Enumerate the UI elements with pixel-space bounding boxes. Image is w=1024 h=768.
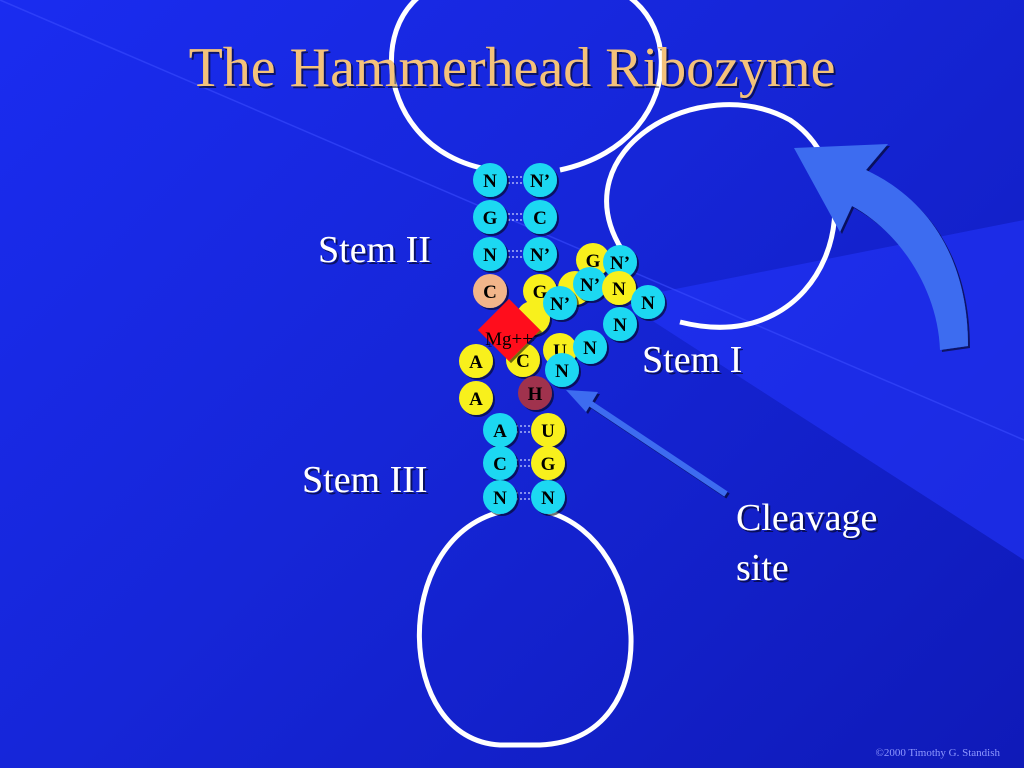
nucleotide-base-stem-iii-right-3: N — [541, 488, 555, 509]
nucleotide-stem-i-n-outer-2: N — [603, 307, 637, 341]
nucleotide-stem-iii-right-1: U — [531, 413, 565, 447]
nucleotide-base-stem-iii-right-1: U — [541, 421, 555, 442]
nucleotide-bead-stem-iii-right-2 — [531, 446, 565, 480]
nucleotide-base-stem-ii-right-1: N’ — [530, 171, 550, 192]
nucleotide-base-core-a1: A — [469, 352, 483, 373]
nucleotide-base-stem-i-n-prime-mid: N’ — [580, 275, 600, 296]
nucleotide-core-c: C — [473, 274, 507, 308]
nucleotide-stem-i-n-prime-top: N’ — [603, 245, 637, 279]
nucleotide-bead-stem-ii-right-3 — [523, 237, 557, 271]
copyright-notice: ©2000 Timothy G. Standish — [876, 747, 1001, 759]
nucleotide-stem-i-n-outer-4: N — [545, 353, 579, 387]
nucleotide-stem-i-n-yellow: N — [602, 271, 636, 305]
nucleotide-base-stem-iii-left-3: N — [493, 488, 507, 509]
nucleotide-bead-stem-i-n-prime-low — [543, 286, 577, 320]
nucleotide-bead-stem-i-n-outer-2 — [603, 307, 637, 341]
nucleotide-base-stem-iii-left-2: C — [493, 454, 507, 475]
stem-i-label: Stem I — [642, 339, 742, 381]
nucleotide-bead-stem-ii-left-1 — [473, 163, 507, 197]
stem-ii-hairpin-loop — [389, 0, 664, 173]
magnesium-ion: Mg++ — [477, 298, 541, 362]
nucleotide-bead-stem-iii-left-2 — [483, 446, 517, 480]
cleavage-arrow — [566, 390, 728, 497]
magnesium-label: Mg++ — [485, 329, 533, 350]
stem-iii-label: Stem III — [302, 459, 428, 501]
nucleotide-bead-stem-i-n-prime-top — [603, 245, 637, 279]
nucleotide-base-stem-i-n-outer-3: N — [583, 338, 597, 359]
background-diagonal-band — [620, 220, 1024, 560]
nucleotide-base-core-c: C — [483, 282, 497, 303]
nucleotide-stem-i-n-prime-low: N’ — [543, 286, 577, 320]
cleavage-label-line1: Cleavage — [736, 497, 877, 539]
cleavage-arrow-head — [566, 390, 598, 412]
base-pair-bonds — [508, 176, 534, 500]
nucleotide-bead-stem-iii-right-3 — [531, 480, 565, 514]
nucleotide-stem-ii-left-3: N — [473, 237, 507, 271]
nucleotide-stem-iii-left-2: C — [483, 446, 517, 480]
stem-i-hairpin-loop — [604, 102, 838, 330]
nucleotide-bead-stem-ii-right-1 — [523, 163, 557, 197]
nucleotide-base-stem-i-yellow-g: G — [586, 251, 601, 272]
nucleotide-stem-i-n-outer-3: N — [573, 330, 607, 364]
nucleotide-bead-stem-iii-right-1 — [531, 413, 565, 447]
stem-iii-hairpin-loop — [416, 509, 634, 748]
nucleotide-bead-stem-ii-right-2 — [523, 200, 557, 234]
stem-ii-label: Stem II — [318, 229, 431, 271]
nucleotide-stem-i-n-prime-mid: N’ — [573, 267, 607, 301]
nucleotide-stem-ii-right-2: C — [523, 200, 557, 234]
nucleotide-base-stem-ii-left-2: G — [483, 208, 498, 229]
nucleotide-bead-core-a1 — [459, 344, 493, 378]
nucleotide-base-core-c-hidden: C — [516, 351, 530, 372]
nucleotide-base-stem-i-n-outer-1: N — [641, 293, 655, 314]
nucleotide-bead-stem-i-n-outer-3 — [573, 330, 607, 364]
nucleotide-base-stem-i-n-outer-2: N — [613, 315, 627, 336]
magnesium-diamond — [477, 298, 541, 362]
nucleotide-bead-stem-ii-left-2 — [473, 200, 507, 234]
nucleotide-bead-cleavage-h — [518, 376, 552, 410]
nucleotide-stem-iii-left-3: N — [483, 480, 517, 514]
nucleotide-bead-stem-i-n-outer-1 — [631, 285, 665, 319]
nucleotide-bead-stem-i-n-prime-mid — [573, 267, 607, 301]
nucleotide-stem-iii-left-1: A — [483, 413, 517, 447]
nucleotide-core-a2: A — [459, 381, 493, 415]
nucleotide-stem-i-n-outer-1: N — [631, 285, 665, 319]
nucleotide-base-cleavage-h: H — [528, 384, 543, 405]
nucleotide-core-a1: A — [459, 344, 493, 378]
cleavage-arrow-shaft — [586, 399, 728, 497]
nucleotide-base-stem-iii-right-2: G — [541, 454, 556, 475]
nucleotide-bead-stem-i-n-yellow — [602, 271, 636, 305]
nucleotide-bead-stem-i-n-outer-4 — [545, 353, 579, 387]
slide-title: The Hammerhead Ribozyme — [189, 37, 836, 99]
rotation-arrow-icon — [794, 144, 968, 350]
nucleotide-cleavage-h: H — [518, 376, 552, 410]
nucleotide-base-core-a2: A — [469, 389, 483, 410]
nucleotide-base-stem-ii-left-3: N — [483, 245, 497, 266]
cleavage-label-line2: site — [736, 547, 789, 589]
nucleotide-base-stem-ii-right-3: N’ — [530, 245, 550, 266]
nucleotide-base-stem-i-n-prime-top: N’ — [610, 253, 630, 274]
nucleotide-bead-stem-iii-left-3 — [483, 480, 517, 514]
nucleotide-bead-stem-ii-left-3 — [473, 237, 507, 271]
nucleotide-base-stem-i-n-outer-4: N — [555, 361, 569, 382]
nucleotide-stem-iii-right-2: G — [531, 446, 565, 480]
nucleotide-bead-stem-iii-left-1 — [483, 413, 517, 447]
nucleotide-base-stem-i-n-yellow: N — [612, 279, 626, 300]
nucleotide-stem-ii-right-3: N’ — [523, 237, 557, 271]
nucleotide-base-stem-ii-right-2: C — [533, 208, 547, 229]
nucleotide-bead-core-c — [473, 274, 507, 308]
nucleotide-base-stem-ii-left-1: N — [483, 171, 497, 192]
nucleotide-stem-ii-left-1: N — [473, 163, 507, 197]
nucleotide-stem-ii-left-2: G — [473, 200, 507, 234]
nucleotide-bead-core-a2 — [459, 381, 493, 415]
nucleotide-stem-iii-right-3: N — [531, 480, 565, 514]
nucleotide-base-stem-i-n-prime-low: N’ — [550, 294, 570, 315]
nucleotide-base-stem-iii-left-1: A — [493, 421, 507, 442]
nucleotide-stem-ii-right-1: N’ — [523, 163, 557, 197]
